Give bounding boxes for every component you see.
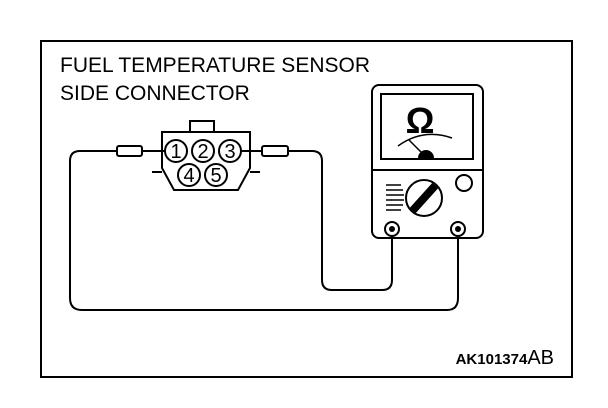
pin-label-4: 4: [183, 165, 194, 187]
zero-adjust-knob: [455, 174, 473, 192]
range-selector-dial: [386, 179, 443, 217]
figure-reference-code: AK101374: [455, 351, 528, 368]
right-probe: [241, 145, 289, 157]
diagram-title-line2: SIDE CONNECTOR: [60, 82, 250, 105]
figure-reference-suffix: AB: [527, 347, 554, 369]
diagram-title-line1: FUEL TEMPERATURE SENSOR: [60, 54, 370, 77]
sensor-connector: 1 2 3 4 5: [152, 120, 260, 191]
pin-label-3: 3: [224, 141, 235, 163]
diagram-frame: [40, 40, 573, 378]
meter-display: [380, 93, 474, 160]
connector-pin-2: 2: [191, 139, 215, 163]
connector-pin-3: 3: [218, 139, 242, 163]
connector-pin-5: 5: [204, 163, 228, 187]
meter-scale: [397, 133, 453, 147]
needle-pivot: [418, 150, 434, 158]
figure-reference: AK101374AB: [456, 347, 554, 370]
meter-jack-right: [450, 221, 466, 237]
connector-latch: [189, 120, 215, 133]
left-probe: [116, 145, 165, 157]
pin-label-1: 1: [170, 141, 181, 163]
pin-label-2: 2: [197, 141, 208, 163]
connector-pin-4: 4: [177, 163, 201, 187]
pin-label-5: 5: [210, 165, 221, 187]
test-lead-right: [288, 150, 393, 291]
ohmmeter: Ω: [371, 84, 484, 239]
test-lead-left: [69, 150, 459, 311]
connector-pin-1: 1: [164, 139, 188, 163]
meter-jack-left: [384, 221, 400, 237]
